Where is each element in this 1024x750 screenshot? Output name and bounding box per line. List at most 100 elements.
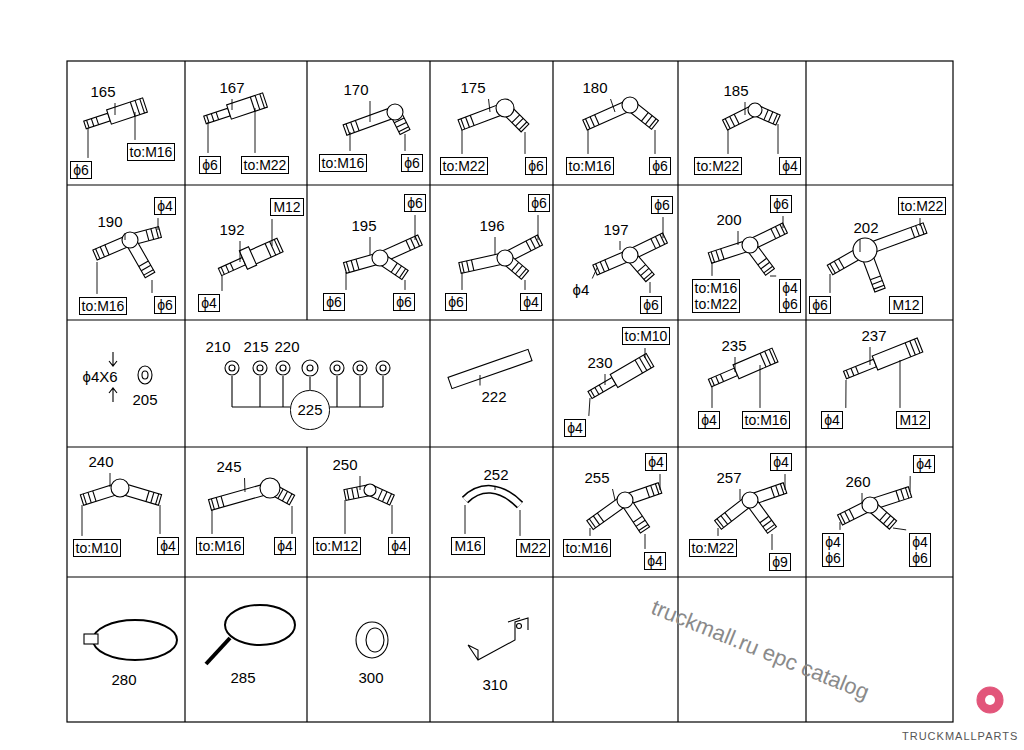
tube-rib — [346, 124, 350, 134]
tube-rib — [105, 245, 109, 255]
small-part — [334, 365, 340, 371]
leader-line — [718, 528, 719, 536]
dimension-box: to:M16 — [566, 157, 615, 175]
leader-line — [893, 528, 906, 530]
tube-rib — [470, 115, 474, 125]
tube-rib — [519, 269, 526, 277]
callout-number: 210 — [206, 339, 231, 356]
tube-rib — [382, 492, 387, 502]
box-text: ϕ4 ϕ6 — [912, 534, 928, 566]
leader-line — [392, 505, 393, 534]
dimension-box: M12 — [889, 296, 922, 314]
tube-rib — [282, 491, 287, 501]
tube-rib — [140, 99, 145, 113]
box-text: to:M10 — [625, 328, 668, 344]
tube-rib — [207, 115, 210, 123]
dimension-box: to:M22 — [241, 156, 290, 174]
hose-clamp — [93, 620, 177, 660]
leader-line — [158, 218, 159, 230]
tube-rib — [100, 247, 104, 257]
tube-rib — [717, 519, 724, 528]
tube-rib — [351, 122, 355, 132]
leader-line — [520, 510, 521, 536]
tube-rib — [519, 122, 527, 130]
leader-line — [870, 347, 871, 365]
tube-rib — [589, 519, 595, 528]
tube-rib — [378, 490, 383, 500]
dimension-box: ϕ6 — [404, 194, 426, 212]
tube-rib — [130, 102, 135, 116]
leader-line — [712, 387, 713, 408]
tube-rib — [347, 489, 349, 500]
tube-rib — [734, 114, 739, 124]
fitting-body — [111, 479, 129, 497]
box-text: to:M22 — [901, 198, 944, 214]
tube-rib — [287, 494, 292, 504]
fitting-body — [617, 492, 633, 508]
dimension-box: M16 — [451, 537, 484, 555]
tube-rib — [346, 262, 349, 273]
tube-rib — [641, 268, 649, 275]
box-text: ϕ4 — [160, 538, 176, 554]
leader-line — [525, 280, 526, 290]
leader-line — [115, 103, 116, 115]
tube-rib — [211, 499, 214, 510]
fitting-tube — [204, 108, 231, 124]
tube-rib — [830, 264, 835, 274]
bent-tube — [465, 489, 520, 505]
bracket-line — [382, 376, 383, 407]
tube-rib — [96, 249, 100, 259]
tube-rib — [144, 270, 154, 275]
tube-rib — [641, 113, 648, 122]
tube-rib — [399, 269, 405, 278]
leader-line — [370, 101, 371, 122]
callout-number: 260 — [846, 474, 871, 491]
leader-line — [135, 112, 136, 140]
tube-rib — [771, 487, 775, 497]
leader-line — [920, 218, 921, 226]
bracket-line — [309, 377, 310, 390]
tube-rib — [357, 487, 359, 498]
cable-tie-tail — [206, 638, 230, 664]
tube-rib — [655, 237, 660, 247]
tube-rib — [725, 119, 730, 129]
tube-rib — [769, 349, 775, 363]
dimension-box: ϕ6 — [651, 196, 673, 214]
tube-rib — [91, 119, 94, 127]
tube-body — [610, 354, 654, 388]
tube-rib — [530, 239, 535, 249]
fitting-tube — [218, 258, 245, 276]
leader-line — [772, 534, 773, 550]
callout-number: 257 — [717, 470, 742, 487]
leader-line — [660, 474, 661, 490]
tube-rib — [721, 249, 724, 259]
leader-line — [346, 272, 347, 290]
grid-line — [306, 61, 307, 185]
dimension-box: ϕ4 ϕ6 — [779, 279, 801, 313]
tube-rib — [406, 240, 411, 250]
leader-line — [415, 215, 416, 240]
small-part — [357, 365, 363, 371]
box-text: ϕ4 — [567, 420, 583, 436]
grid-line — [677, 320, 678, 447]
tube-rib — [151, 229, 154, 240]
dimension-box: to:M10 — [73, 539, 122, 557]
tube-rib — [211, 114, 214, 122]
dimension-box: to:M22 — [689, 539, 738, 557]
box-text: ϕ6 — [652, 158, 668, 174]
callout-number: 255 — [585, 470, 610, 487]
tube-rib — [83, 494, 86, 504]
leader-line — [495, 237, 496, 255]
leader-line — [735, 357, 736, 372]
bracket-line — [359, 376, 360, 407]
dimension-box: to:M16 — [563, 539, 612, 557]
leader-line — [232, 99, 233, 110]
tube-rib — [633, 516, 642, 522]
leader-line — [760, 365, 761, 408]
leader-line — [97, 262, 98, 294]
dimension-box: ϕ4 — [645, 453, 667, 471]
grid-line — [184, 577, 185, 722]
box-text: ϕ6 — [326, 294, 342, 310]
leader-line — [860, 239, 861, 252]
